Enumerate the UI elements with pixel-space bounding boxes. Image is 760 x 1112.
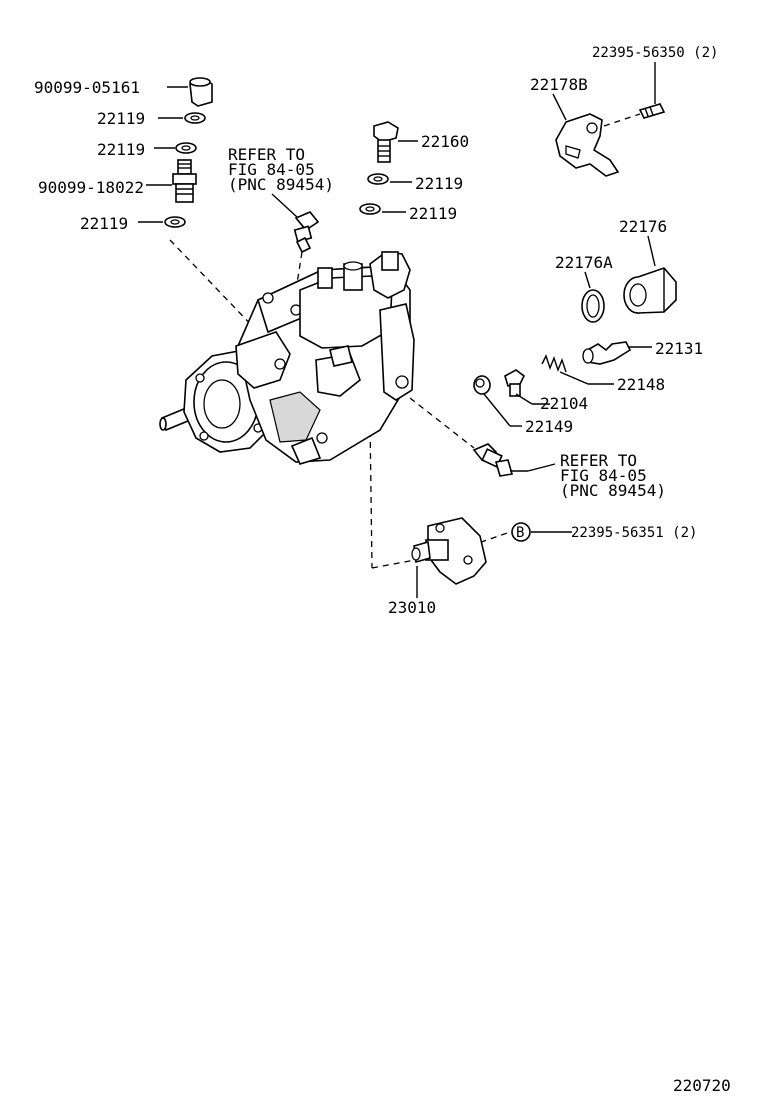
label-22119-a: 22119 (97, 109, 145, 128)
label-22395-56350: 22395-56350 (2) (592, 45, 718, 61)
label-22176: 22176 (619, 217, 667, 236)
sensor-top[interactable] (293, 211, 320, 254)
lever-22178B[interactable] (555, 113, 620, 177)
label-22119-b: 22119 (97, 140, 145, 159)
circle-b-letter: B (516, 525, 524, 541)
spring-22148[interactable] (541, 354, 567, 373)
label-22119-e: 22119 (409, 204, 457, 223)
circle-b-marker: B (511, 522, 531, 542)
label-22119-d: 22119 (415, 174, 463, 193)
refer-top-line2: FIG 84-05 (228, 160, 315, 179)
bolt-part-22160[interactable] (373, 121, 399, 163)
cap-part-90099-05161[interactable] (189, 77, 213, 107)
solenoid-23010[interactable] (411, 517, 487, 585)
label-22104: 22104 (540, 394, 588, 413)
nut-22176[interactable] (623, 267, 677, 314)
injection-pump-body[interactable] (159, 251, 415, 465)
label-90099-05161: 90099-05161 (34, 78, 140, 97)
sensor-bottom[interactable] (472, 443, 514, 477)
refer-top-line3: (PNC 89454) (228, 175, 334, 194)
refer-bottom-line2: FIG 84-05 (560, 466, 647, 485)
label-90099-18022: 90099-18022 (38, 178, 144, 197)
label-22149: 22149 (525, 417, 573, 436)
oring-22176A[interactable] (581, 289, 605, 323)
refer-bottom-line3: (PNC 89454) (560, 481, 666, 500)
label-22160: 22160 (421, 132, 469, 151)
label-22131: 22131 (655, 339, 703, 358)
refer-top-line1: REFER TO (228, 145, 305, 164)
diagram-id: 220720 (673, 1076, 731, 1095)
label-22395-56351: 22395-56351 (2) (571, 525, 697, 541)
screw-22395-56350[interactable] (638, 103, 666, 119)
label-22178B: 22178B (530, 75, 588, 94)
valve-22104[interactable] (504, 369, 526, 397)
label-22176A: 22176A (555, 253, 613, 272)
bolt-part-90099-18022[interactable] (172, 159, 197, 203)
refer-bottom-line1: REFER TO (560, 451, 637, 470)
plug-22131[interactable] (582, 341, 632, 365)
label-22148: 22148 (617, 375, 665, 394)
label-23010: 23010 (388, 598, 436, 617)
label-22119-c: 22119 (80, 214, 128, 233)
cap-22149[interactable] (473, 375, 491, 395)
